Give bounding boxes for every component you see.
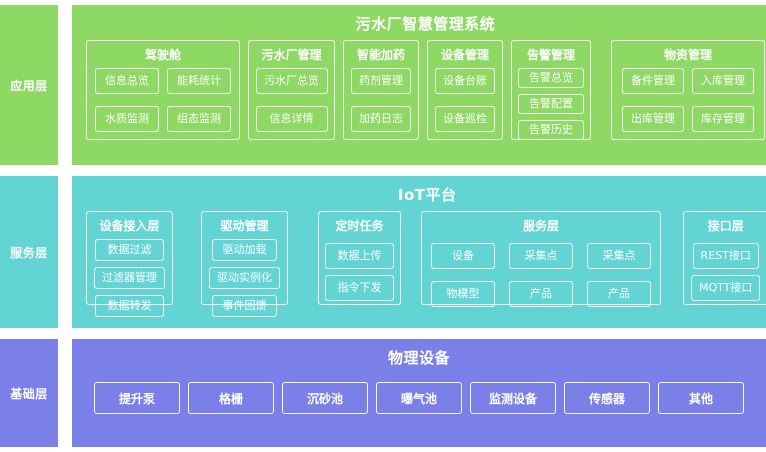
layer-label-infrastructure: 基础层 bbox=[0, 339, 58, 447]
layer-label-service: 服务层 bbox=[0, 176, 58, 328]
module-chip[interactable]: 污水厂总览 bbox=[255, 68, 328, 94]
device-chip[interactable]: 沉砂池 bbox=[282, 382, 368, 414]
infrastructure-layer-panel: 物理设备 提升泵 格栅 沉砂池 曝气池 监测设备 传感器 其他 bbox=[72, 339, 766, 447]
group-items-alarm-management: 告警总览 告警配置 告警历史 bbox=[518, 68, 584, 140]
group-title-service-layer: 服务层 bbox=[522, 219, 559, 233]
module-chip[interactable]: 数据过滤 bbox=[95, 239, 164, 261]
module-chip[interactable]: 产品 bbox=[587, 281, 651, 307]
module-chip[interactable]: 采集点 bbox=[509, 243, 573, 269]
group-card-cockpit[interactable]: 驾驶舱 信息总览 能耗统计 水质监测 组态监测 bbox=[86, 40, 240, 140]
group-items-driver-management: 驱动加载 驱动实例化 事件回馈 bbox=[209, 239, 280, 317]
service-group-list: 设备接入层 数据过滤 过滤器管理 数据转发 驱动管理 驱动加载 驱动实例化 事件… bbox=[72, 205, 766, 317]
device-chip[interactable]: 其他 bbox=[658, 382, 744, 414]
device-chip[interactable]: 监测设备 bbox=[470, 382, 556, 414]
module-chip[interactable]: 水质监测 bbox=[95, 106, 159, 132]
module-chip[interactable]: 入库管理 bbox=[692, 68, 754, 94]
group-card-device-access[interactable]: 设备接入层 数据过滤 过滤器管理 数据转发 bbox=[86, 211, 173, 317]
application-layer-title: 污水厂智慧管理系统 bbox=[355, 15, 496, 33]
group-title-device-access: 设备接入层 bbox=[99, 219, 160, 233]
layer-application: 应用层 污水厂智慧管理系统 驾驶舱 信息总览 能耗统计 水质监测 组态监测 污水… bbox=[0, 5, 766, 165]
module-chip[interactable]: 过滤器管理 bbox=[94, 267, 165, 289]
group-title-plant-management: 污水厂管理 bbox=[261, 48, 322, 62]
layer-label-application: 应用层 bbox=[0, 5, 58, 165]
group-title-driver-management: 驱动管理 bbox=[220, 219, 269, 233]
module-chip[interactable]: 物模型 bbox=[431, 281, 495, 307]
module-chip[interactable]: 设备 bbox=[431, 243, 495, 269]
module-chip[interactable]: 采集点 bbox=[587, 243, 651, 269]
group-items-interface-layer: REST接口 MQTT接口 bbox=[691, 239, 761, 305]
group-card-smart-dosing[interactable]: 智能加药 药剂管理 加药日志 bbox=[343, 40, 419, 140]
application-layer-panel: 污水厂智慧管理系统 驾驶舱 信息总览 能耗统计 水质监测 组态监测 污水厂管理 … bbox=[72, 5, 766, 165]
group-card-plant-management[interactable]: 污水厂管理 污水厂总览 信息详情 bbox=[248, 40, 335, 140]
layer-service: 服务层 IoT平台 设备接入层 数据过滤 过滤器管理 数据转发 驱动管理 驱动加… bbox=[0, 176, 766, 328]
group-items-material-management: 备件管理 入库管理 出库管理 库存管理 bbox=[619, 68, 757, 132]
device-chip[interactable]: 曝气池 bbox=[376, 382, 462, 414]
module-chip[interactable]: 加药日志 bbox=[351, 106, 411, 132]
device-chip[interactable]: 传感器 bbox=[564, 382, 650, 414]
group-card-scheduled-task[interactable]: 定时任务 数据上传 指令下发 bbox=[318, 211, 401, 305]
module-chip[interactable]: MQTT接口 bbox=[691, 275, 761, 301]
service-layer-panel: IoT平台 设备接入层 数据过滤 过滤器管理 数据转发 驱动管理 驱动加载 驱动… bbox=[72, 176, 766, 328]
layer-infrastructure: 基础层 物理设备 提升泵 格栅 沉砂池 曝气池 监测设备 传感器 其他 bbox=[0, 339, 766, 447]
module-chip[interactable]: 指令下发 bbox=[325, 275, 394, 301]
module-chip[interactable]: 信息详情 bbox=[255, 106, 328, 132]
module-chip[interactable]: REST接口 bbox=[692, 243, 759, 269]
module-chip[interactable]: 库存管理 bbox=[692, 106, 754, 132]
device-chip[interactable]: 提升泵 bbox=[94, 382, 180, 414]
module-chip[interactable]: 事件回馈 bbox=[212, 295, 277, 317]
group-card-equipment-management[interactable]: 设备管理 设备台账 设备巡检 bbox=[427, 40, 503, 140]
module-chip[interactable]: 能耗统计 bbox=[167, 68, 231, 94]
module-chip[interactable]: 药剂管理 bbox=[351, 68, 411, 94]
module-chip[interactable]: 组态监测 bbox=[167, 106, 231, 132]
module-chip[interactable]: 数据转发 bbox=[95, 295, 164, 317]
service-layer-title: IoT平台 bbox=[397, 186, 457, 204]
device-chip[interactable]: 格栅 bbox=[188, 382, 274, 414]
group-items-device-access: 数据过滤 过滤器管理 数据转发 bbox=[94, 239, 165, 317]
group-items-cockpit: 信息总览 能耗统计 水质监测 组态监测 bbox=[94, 68, 232, 132]
module-chip[interactable]: 驱动实例化 bbox=[209, 267, 280, 289]
group-title-scheduled-task: 定时任务 bbox=[335, 219, 384, 233]
module-chip[interactable]: 驱动加载 bbox=[212, 239, 277, 261]
group-card-driver-management[interactable]: 驱动管理 驱动加载 驱动实例化 事件回馈 bbox=[201, 211, 288, 317]
group-items-scheduled-task: 数据上传 指令下发 bbox=[325, 239, 394, 305]
group-items-service-layer: 设备 采集点 采集点 物模型 产品 产品 bbox=[429, 239, 653, 311]
group-card-interface-layer[interactable]: 接口层 REST接口 MQTT接口 bbox=[683, 211, 766, 305]
module-chip[interactable]: 设备台账 bbox=[435, 68, 495, 94]
module-chip[interactable]: 备件管理 bbox=[622, 68, 684, 94]
module-chip[interactable]: 数据上传 bbox=[325, 243, 394, 269]
group-card-service-layer[interactable]: 服务层 设备 采集点 采集点 物模型 产品 产品 bbox=[421, 211, 661, 307]
module-chip[interactable]: 设备巡检 bbox=[435, 106, 495, 132]
group-items-plant-management: 污水厂总览 信息详情 bbox=[255, 68, 328, 132]
group-title-material-management: 物资管理 bbox=[663, 48, 712, 62]
module-chip[interactable]: 告警总览 bbox=[518, 68, 584, 88]
group-items-smart-dosing: 药剂管理 加药日志 bbox=[351, 68, 411, 132]
infrastructure-layer-title: 物理设备 bbox=[387, 349, 450, 367]
group-items-equipment-management: 设备台账 设备巡检 bbox=[435, 68, 495, 132]
module-chip[interactable]: 告警历史 bbox=[518, 120, 584, 140]
application-group-list: 驾驶舱 信息总览 能耗统计 水质监测 组态监测 污水厂管理 污水厂总览 信息详情 bbox=[72, 34, 766, 152]
group-title-equipment-management: 设备管理 bbox=[440, 48, 489, 62]
group-title-smart-dosing: 智能加药 bbox=[356, 48, 405, 62]
group-title-alarm-management: 告警管理 bbox=[526, 48, 575, 62]
physical-device-list: 提升泵 格栅 沉砂池 曝气池 监测设备 传感器 其他 bbox=[72, 368, 766, 414]
group-card-alarm-management[interactable]: 告警管理 告警总览 告警配置 告警历史 bbox=[511, 40, 591, 140]
module-chip[interactable]: 告警配置 bbox=[518, 94, 584, 114]
group-title-interface-layer: 接口层 bbox=[707, 219, 744, 233]
module-chip[interactable]: 出库管理 bbox=[622, 106, 684, 132]
group-title-cockpit: 驾驶舱 bbox=[144, 48, 181, 62]
module-chip[interactable]: 信息总览 bbox=[95, 68, 159, 94]
module-chip[interactable]: 产品 bbox=[509, 281, 573, 307]
group-card-material-management[interactable]: 物资管理 备件管理 入库管理 出库管理 库存管理 bbox=[611, 40, 765, 140]
